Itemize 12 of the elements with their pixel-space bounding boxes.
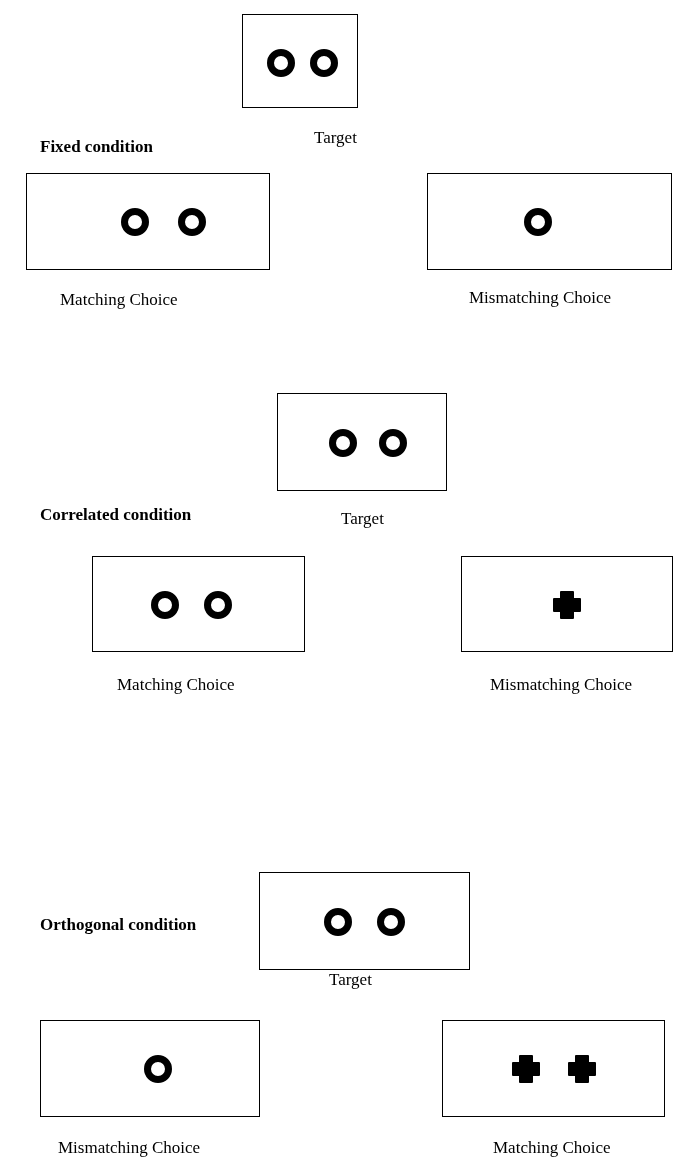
- node-label: Target: [314, 128, 357, 148]
- node-label: Mismatching Choice: [490, 675, 633, 695]
- node-label: Matching Choice: [493, 1138, 611, 1158]
- node-label: Target: [341, 509, 384, 529]
- node-label: Mismatching Choice: [58, 1138, 201, 1158]
- condition-heading: Correlated condition: [40, 505, 192, 525]
- condition-heading: Fixed condition: [40, 137, 153, 157]
- node-label: Matching Choice: [117, 675, 235, 695]
- node-label: Mismatching Choice: [469, 288, 612, 308]
- node-label: Matching Choice: [60, 290, 178, 310]
- node-label: Target: [329, 970, 372, 990]
- condition-heading: Orthogonal condition: [40, 915, 197, 935]
